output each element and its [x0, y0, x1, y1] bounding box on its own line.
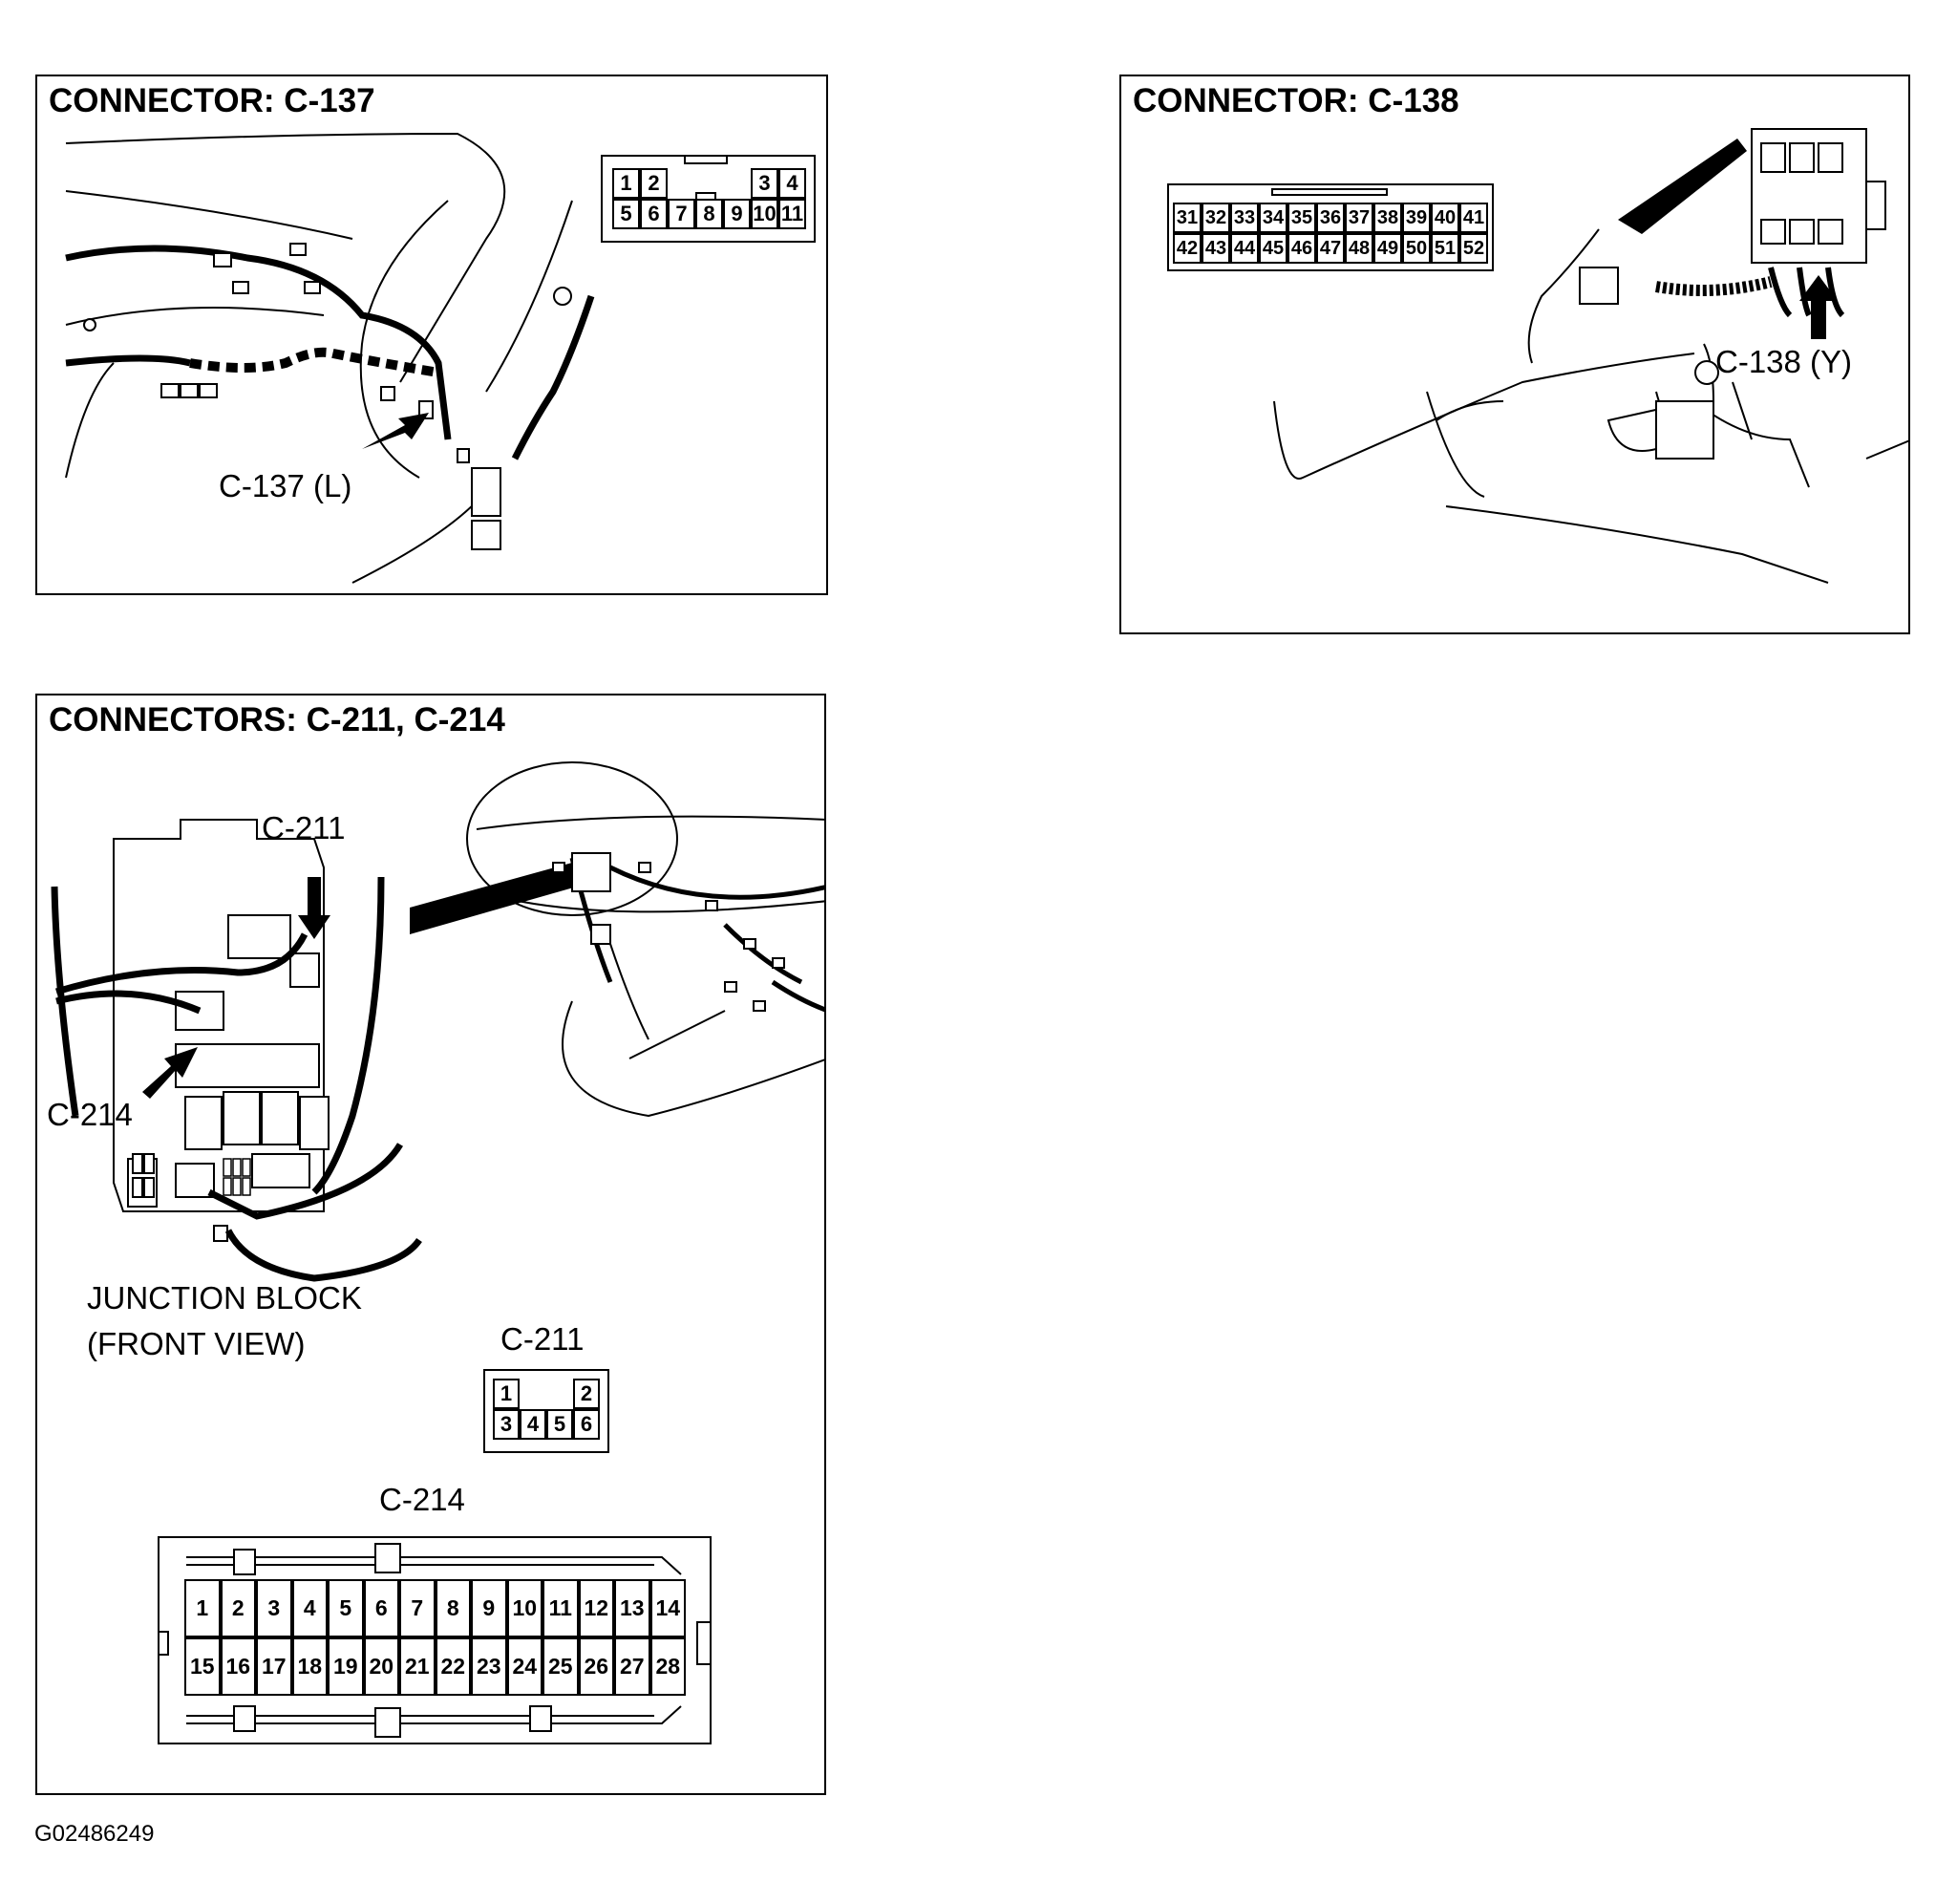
pin-52: 52: [1459, 233, 1488, 264]
figure-code: G02486249: [34, 1821, 155, 1847]
pin-20: 20: [363, 1637, 399, 1696]
pin-1: 1: [612, 168, 640, 199]
pin-24: 24: [506, 1637, 543, 1696]
pin-21: 21: [399, 1637, 436, 1696]
c211-connector-label: C-211: [500, 1321, 585, 1357]
c138-callout-label: C-138 (Y): [1715, 344, 1853, 379]
c214-callout-label: C-214: [47, 1097, 133, 1132]
pin-10: 10: [751, 199, 778, 229]
pin-49: 49: [1373, 233, 1402, 264]
pin-50: 50: [1402, 233, 1431, 264]
pin-51: 51: [1431, 233, 1459, 264]
pin-9: 9: [471, 1579, 507, 1637]
pin-34: 34: [1259, 203, 1287, 233]
c211-callout-label: C-211: [262, 810, 346, 845]
pin-27: 27: [614, 1637, 650, 1696]
pin-3: 3: [256, 1579, 292, 1637]
pin-11: 11: [543, 1579, 579, 1637]
pin-6: 6: [573, 1409, 600, 1440]
c137-harness-illustration: [65, 132, 595, 584]
pin-5: 5: [328, 1579, 364, 1637]
pin-35: 35: [1287, 203, 1316, 233]
pin-4: 4: [520, 1409, 546, 1440]
pin-33: 33: [1230, 203, 1259, 233]
pin-8: 8: [695, 199, 723, 229]
junction-block-illustration: [51, 761, 824, 1282]
panel-c138: CONNECTOR: C-138: [1119, 75, 1910, 634]
pin-6: 6: [640, 199, 668, 229]
pin-25: 25: [543, 1637, 579, 1696]
pin-46: 46: [1287, 233, 1316, 264]
junction-block-view-label: (FRONT VIEW): [87, 1326, 306, 1361]
pin-1: 1: [493, 1379, 520, 1409]
pin-41: 41: [1459, 203, 1488, 233]
pin-39: 39: [1402, 203, 1431, 233]
pin-36: 36: [1316, 203, 1345, 233]
pin-14: 14: [649, 1579, 686, 1637]
pin-47: 47: [1316, 233, 1345, 264]
c138-console-illustration: [1273, 128, 1908, 584]
panel-c211-c214: CONNECTORS: C-211, C-214: [35, 694, 826, 1795]
pin-2: 2: [573, 1379, 600, 1409]
pin-43: 43: [1202, 233, 1230, 264]
pin-4: 4: [291, 1579, 328, 1637]
pin-2: 2: [640, 168, 668, 199]
panel-c137: CONNECTOR: C-137: [35, 75, 828, 595]
pin-16: 16: [220, 1637, 256, 1696]
pin-9: 9: [723, 199, 751, 229]
pin-10: 10: [506, 1579, 543, 1637]
pin-1: 1: [184, 1579, 221, 1637]
pin-13: 13: [614, 1579, 650, 1637]
pin-17: 17: [256, 1637, 292, 1696]
pin-44: 44: [1230, 233, 1259, 264]
pin-40: 40: [1431, 203, 1459, 233]
pin-37: 37: [1345, 203, 1373, 233]
pin-7: 7: [399, 1579, 436, 1637]
pin-3: 3: [493, 1409, 520, 1440]
pin-2: 2: [220, 1579, 256, 1637]
pin-28: 28: [649, 1637, 686, 1696]
pin-3: 3: [751, 168, 778, 199]
pin-6: 6: [363, 1579, 399, 1637]
c137-callout-label: C-137 (L): [219, 468, 352, 503]
pin-15: 15: [184, 1637, 221, 1696]
pin-31: 31: [1173, 203, 1202, 233]
pin-42: 42: [1173, 233, 1202, 264]
pin-45: 45: [1259, 233, 1287, 264]
panel-title: CONNECTOR: C-138: [1133, 82, 1459, 119]
pin-18: 18: [291, 1637, 328, 1696]
pin-48: 48: [1345, 233, 1373, 264]
pin-38: 38: [1373, 203, 1402, 233]
panel-title: CONNECTORS: C-211, C-214: [49, 701, 505, 738]
pin-4: 4: [778, 168, 806, 199]
junction-block-label: JUNCTION BLOCK: [87, 1280, 362, 1316]
pin-32: 32: [1202, 203, 1230, 233]
pin-5: 5: [612, 199, 640, 229]
pin-23: 23: [471, 1637, 507, 1696]
pin-11: 11: [778, 199, 806, 229]
pin-5: 5: [546, 1409, 573, 1440]
pin-26: 26: [578, 1637, 614, 1696]
pin-22: 22: [435, 1637, 471, 1696]
pin-7: 7: [668, 199, 695, 229]
panel-title: CONNECTOR: C-137: [49, 82, 375, 119]
pin-12: 12: [578, 1579, 614, 1637]
c214-connector-label: C-214: [379, 1482, 465, 1517]
pin-19: 19: [328, 1637, 364, 1696]
pin-8: 8: [435, 1579, 471, 1637]
